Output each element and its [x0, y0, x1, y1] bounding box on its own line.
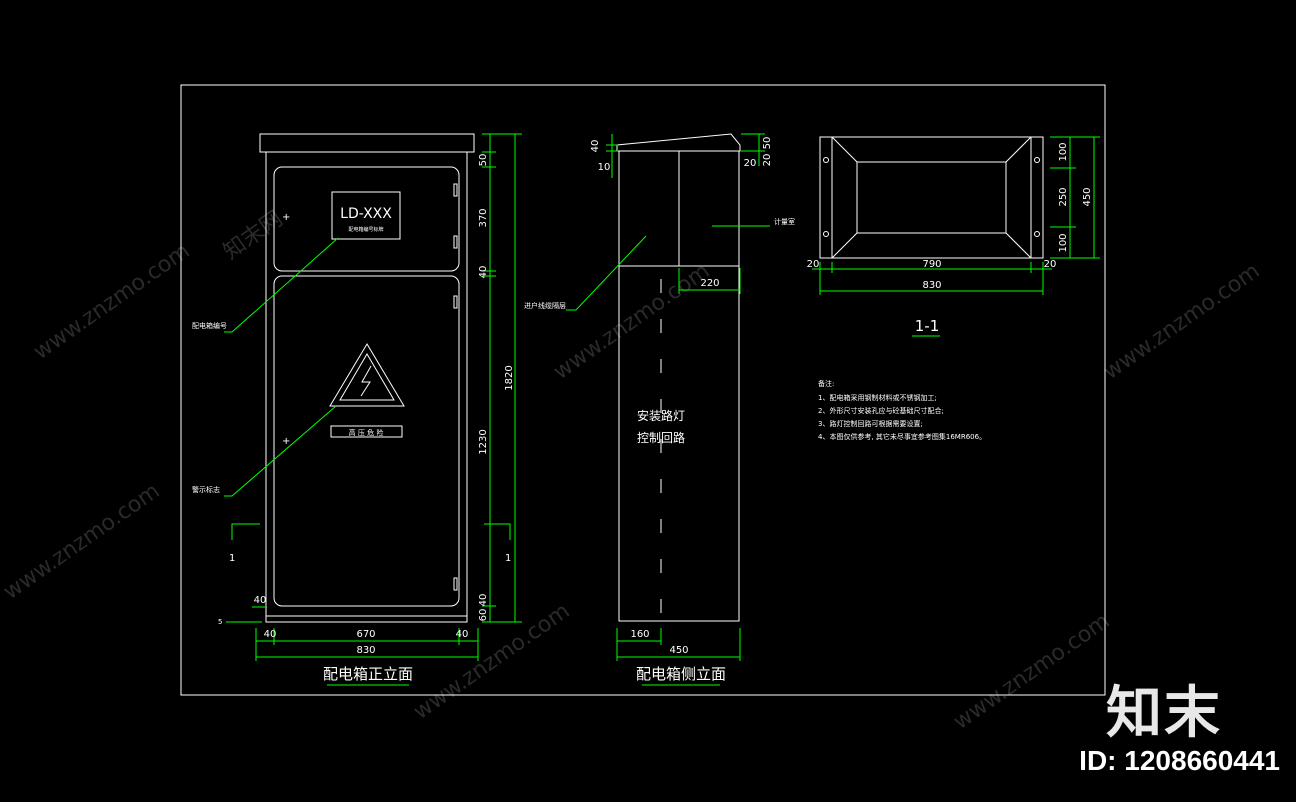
dim-sec-20r: 20	[1044, 259, 1057, 270]
lock-mark: +	[282, 212, 290, 223]
section-frame	[831, 136, 1032, 259]
dim-sec-100a: 100	[1058, 142, 1069, 161]
note-item: 1、配电箱采用钢制材料或不锈钢加工;	[818, 393, 937, 402]
section-inner	[856, 161, 1007, 234]
watermark-layer: www.znzmo.com www.znzmo.com www.znzmo.co…	[0, 207, 1265, 735]
dim-mid: 670	[356, 629, 375, 640]
mount-hole-icon	[1034, 231, 1040, 237]
warning-triangle-icon	[329, 343, 405, 407]
callout-inout: 进户线缆隔层	[524, 301, 566, 310]
nameplate-subtext: 配电箱编号标牌	[348, 226, 383, 233]
dim-width: 830	[356, 645, 375, 656]
upper-door	[273, 166, 460, 272]
callout-sign: 警示标志	[192, 485, 220, 494]
warning-label-box	[330, 425, 403, 438]
dim-bottom-gap: 40	[478, 594, 489, 607]
dim-side-50: 50	[762, 137, 773, 150]
nameplate	[331, 191, 401, 240]
notes-heading: 备注:	[818, 379, 834, 388]
notes: 备注: 1、配电箱采用钢制材料或不锈钢加工; 2、外形尺寸安装孔应与砼基础尺寸配…	[818, 379, 986, 441]
dim-side-40: 40	[590, 140, 601, 153]
section-label-right: 1	[505, 553, 511, 564]
note-item: 2、外形尺寸安装孔应与砼基础尺寸配合;	[818, 406, 944, 415]
image-id-watermark: ID: 1208660441	[1079, 745, 1280, 776]
side-view: 40 10 50 20 20 计量室 进户线缆隔层 220 安装路灯 控制回路 …	[524, 133, 795, 686]
section-outer	[819, 136, 1044, 259]
dim-left: 40	[264, 629, 277, 640]
watermark-site: www.znzmo.com	[549, 259, 714, 385]
dim-base: 60	[478, 609, 489, 622]
dim-total-height: 1820	[504, 365, 515, 390]
section-title: 1-1	[915, 317, 940, 335]
dim-sec-450: 450	[1082, 187, 1093, 206]
section-view: 100 250 100 450 20 790 20 830 1-1	[807, 136, 1100, 337]
warning-triangle-inner-icon	[339, 353, 395, 401]
hinge	[453, 577, 458, 591]
mount-hole-icon	[1034, 157, 1040, 163]
section-mark-right	[484, 523, 511, 540]
dim-sec-100b: 100	[1058, 233, 1069, 252]
section-bevel	[831, 136, 858, 163]
watermark-site: www.znzmo.com	[29, 239, 194, 365]
mount-hole-icon	[823, 157, 829, 163]
leader-line	[224, 405, 337, 497]
side-text-line2: 控制回路	[637, 430, 685, 445]
watermark-site: www.znzmo.com	[1099, 259, 1264, 385]
side-roof	[616, 133, 741, 152]
front-view-title: 配电箱正立面	[323, 665, 413, 683]
dim-side-450: 450	[669, 645, 688, 656]
watermark-site-cn: 知末网	[219, 207, 287, 265]
dim-lower: 1230	[478, 429, 489, 454]
dim-5: 5	[218, 618, 222, 626]
front-roof	[259, 133, 475, 153]
lock-mark: +	[282, 436, 290, 447]
hinge	[453, 295, 458, 309]
dim-sec-250: 250	[1058, 187, 1069, 206]
lower-door	[273, 275, 460, 607]
watermark-site: www.znzmo.com	[949, 609, 1114, 735]
dim-side-160: 160	[630, 629, 649, 640]
mount-hole-icon	[823, 231, 829, 237]
note-item: 4、本图仅供参考, 其它未尽事宜参考图集16MR606。	[818, 432, 986, 441]
brand-watermark: 知末	[1106, 681, 1222, 746]
dim-side-left: 40	[254, 595, 267, 606]
nameplate-text: LD-XXX	[340, 206, 392, 222]
side-view-title: 配电箱侧立面	[636, 665, 726, 683]
section-bevel	[1005, 232, 1032, 259]
hinge	[453, 235, 458, 249]
dim-gap: 40	[478, 266, 489, 279]
warning-label: 高 压 危 险	[349, 428, 384, 437]
section-bevel	[831, 232, 858, 259]
dim-right: 40	[456, 629, 469, 640]
dim-side-220: 220	[700, 278, 719, 289]
dim-side-20b: 20	[762, 154, 773, 167]
watermark-site: www.znzmo.com	[409, 599, 574, 725]
callout-number: 配电箱编号	[192, 321, 227, 330]
dim-sec-20l: 20	[807, 259, 820, 270]
hinge	[453, 183, 458, 197]
front-view: + + LD-XXX 配电箱编号标牌 高 压 危 险 配电箱编号 警示标志 1 …	[192, 133, 522, 686]
watermark-site: www.znzmo.com	[0, 479, 165, 605]
section-label-left: 1	[229, 553, 235, 564]
dim-side-20a: 20	[744, 158, 757, 169]
dim-sec-830: 830	[922, 280, 941, 291]
section-mark-left	[231, 523, 260, 540]
lightning-bolt-icon	[360, 365, 372, 397]
note-item: 3、路灯控制回路可根据需要设置;	[818, 419, 923, 428]
leader-line	[566, 235, 647, 311]
side-text-line1: 安装路灯	[637, 408, 685, 423]
drawing-frame	[180, 84, 1106, 696]
section-bevel	[1005, 136, 1032, 163]
front-body	[265, 151, 468, 623]
dim-sec-790: 790	[922, 259, 941, 270]
dim-upper: 370	[478, 208, 489, 227]
leader-line	[224, 237, 339, 333]
dim-top: 50	[478, 154, 489, 167]
dim-side-10: 10	[598, 162, 611, 173]
meter-label: 计量室	[774, 217, 795, 226]
